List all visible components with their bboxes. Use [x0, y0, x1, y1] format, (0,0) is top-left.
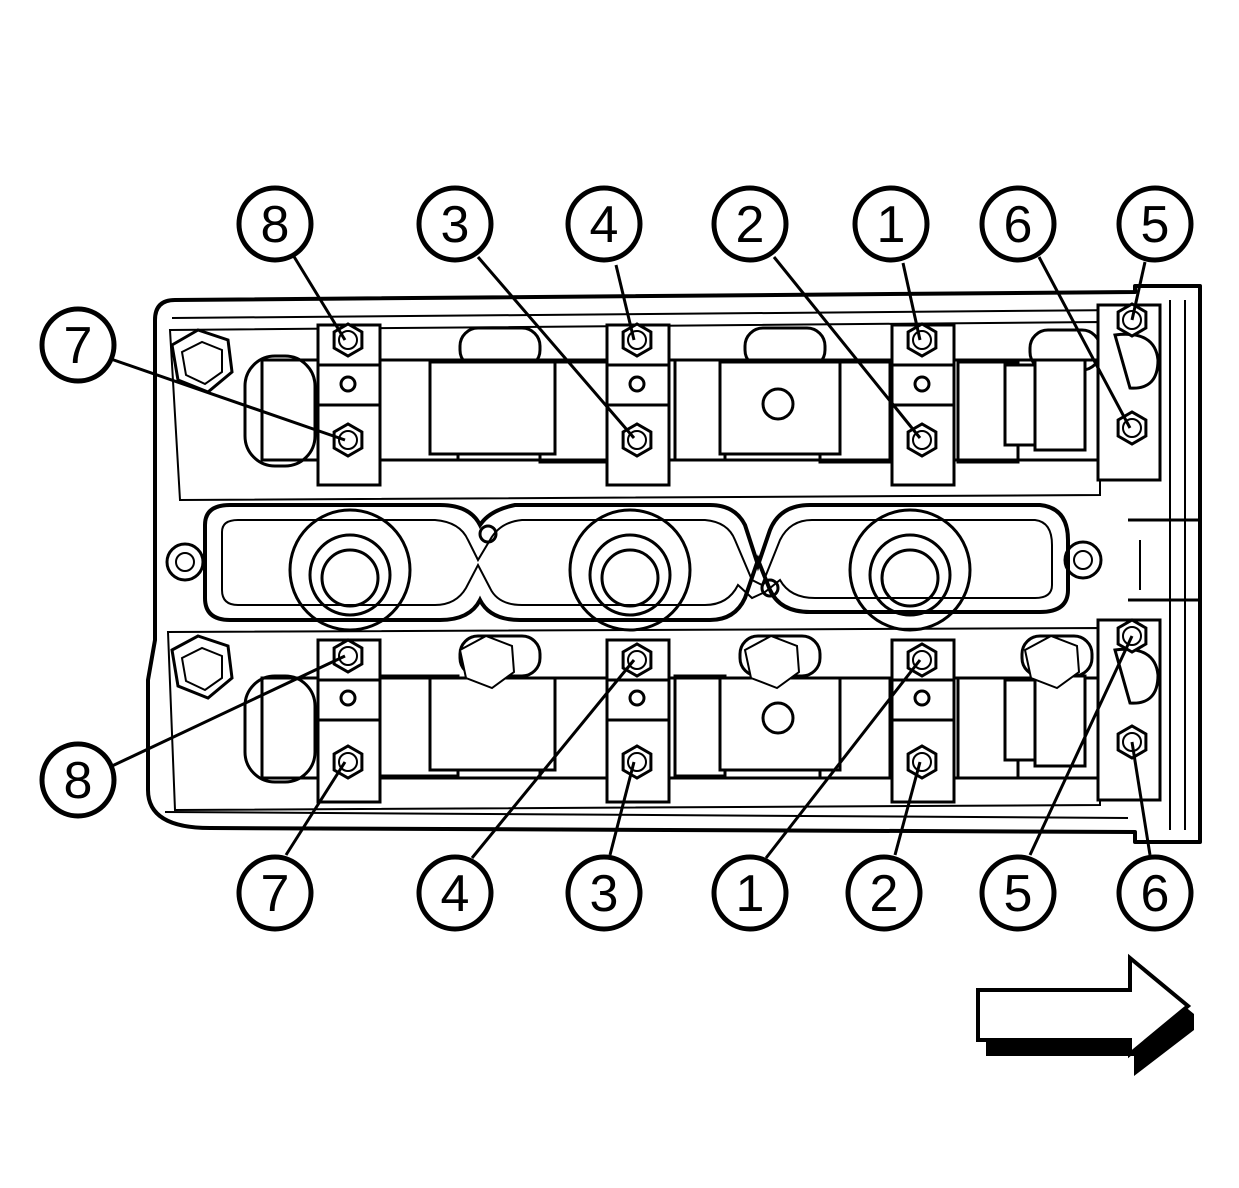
bolt-washer: [912, 330, 932, 350]
callout-top-3: 4: [565, 185, 643, 263]
callout-number: 7: [64, 317, 93, 375]
callout-bottom-6: 5: [979, 854, 1057, 932]
callout-circle: [1116, 185, 1194, 263]
callout-number: 3: [441, 196, 470, 254]
lower-camshaft: [166, 618, 1162, 812]
callout-left-lower: 8: [39, 741, 117, 819]
callout-circle: [1116, 854, 1194, 932]
callout-circle: [416, 185, 494, 263]
callout-top-5: 1: [852, 185, 930, 263]
arrow-right-icon: [976, 953, 1194, 1076]
callout-top-2: 3: [416, 185, 494, 263]
callout-bottom-1: 7: [236, 854, 314, 932]
callout-number: 8: [261, 196, 290, 254]
callout-number: 4: [590, 196, 619, 254]
callout-bottom-2: 4: [416, 854, 494, 932]
bolt-washer: [338, 430, 358, 450]
callout-number: 5: [1004, 865, 1033, 923]
bolt-washer: [627, 752, 647, 772]
callout-circle: [236, 854, 314, 932]
leader-lines: [107, 254, 1152, 859]
callout-bottom-3: 3: [565, 854, 643, 932]
callout-circle: [565, 854, 643, 932]
upper-camshaft: [168, 303, 1162, 502]
callout-number: 5: [1141, 196, 1170, 254]
callout-number: 4: [441, 865, 470, 923]
callout-circle: [39, 306, 117, 384]
callout-number: 7: [261, 865, 290, 923]
callout-top-7: 5: [1116, 185, 1194, 263]
callout-circle: [39, 741, 117, 819]
callout-circle: [852, 185, 930, 263]
callout-number: 6: [1141, 865, 1170, 923]
bolt-heads: [332, 302, 1148, 780]
callout-circle: [416, 854, 494, 932]
bolt-washer: [912, 752, 932, 772]
callout-circle: [236, 185, 314, 263]
callout-number: 6: [1004, 196, 1033, 254]
bolt-washer: [627, 330, 647, 350]
callout-number: 8: [64, 752, 93, 810]
callout-circle: [565, 185, 643, 263]
callout-left-upper: 7: [39, 306, 117, 384]
callout-circle: [979, 854, 1057, 932]
callout-number: 2: [870, 865, 899, 923]
callout-circle: [845, 854, 923, 932]
callout-circle: [711, 854, 789, 932]
callout-circle: [711, 185, 789, 263]
bolt-washer: [627, 650, 647, 670]
callout-top-4: 2: [711, 185, 789, 263]
callout-top-1: 8: [236, 185, 314, 263]
callout-number: 3: [590, 865, 619, 923]
callout-number: 2: [736, 196, 765, 254]
callout-number: 1: [736, 865, 765, 923]
callout-bottom-5: 2: [845, 854, 923, 932]
callout-bottom-7: 6: [1116, 854, 1194, 932]
callout-circle: [979, 185, 1057, 263]
callout-bottom-4: 1: [711, 854, 789, 932]
callout-top-6: 6: [979, 185, 1057, 263]
callout-number: 1: [877, 196, 906, 254]
bolt-washer: [338, 646, 358, 666]
